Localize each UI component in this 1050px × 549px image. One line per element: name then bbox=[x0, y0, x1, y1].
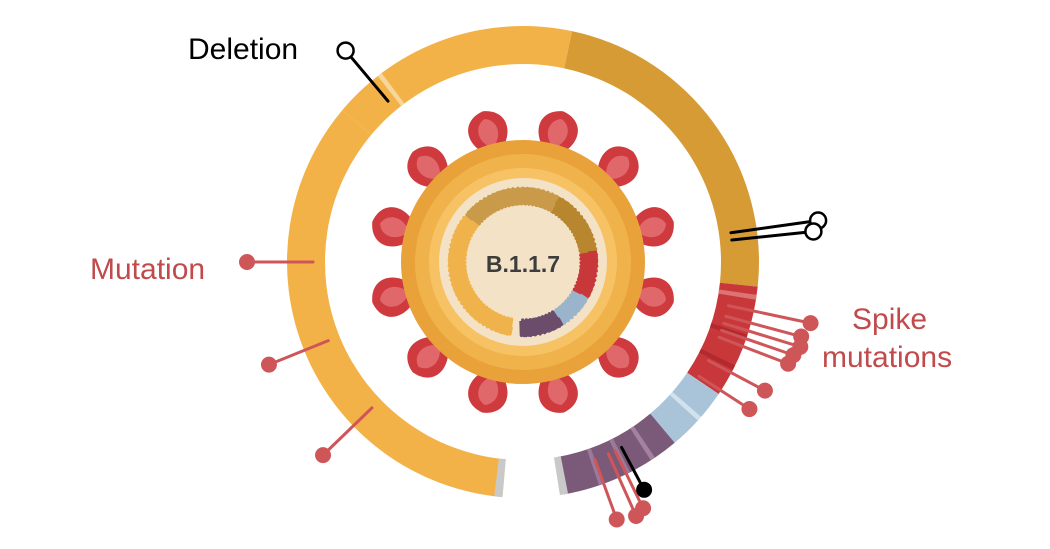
spike-mutation-marker bbox=[706, 359, 773, 399]
genome-stripe bbox=[699, 348, 736, 370]
deletion-marker bbox=[620, 445, 653, 498]
genome-stripe bbox=[630, 426, 655, 461]
genome-segment-left bbox=[286, 110, 506, 498]
genome-end-cap-left bbox=[494, 458, 506, 498]
genome-stripe bbox=[718, 289, 757, 300]
genome-segment-right bbox=[719, 262, 759, 287]
rna-strand bbox=[447, 186, 599, 338]
rna-segment-brown bbox=[551, 197, 598, 255]
mutation-label: Mutation bbox=[90, 253, 205, 286]
spike-mutation-marker bbox=[726, 304, 819, 332]
deletion-marker bbox=[730, 222, 823, 242]
genome-stripe bbox=[669, 391, 702, 421]
mutation-marker bbox=[260, 339, 330, 373]
rna-segment-red bbox=[572, 250, 599, 300]
spike-mutation-marker bbox=[717, 335, 797, 372]
rna-segment-tan bbox=[465, 186, 560, 226]
deletion-label: Deletion bbox=[188, 33, 298, 66]
genome-stripe bbox=[377, 73, 405, 106]
genome-end-cap-right bbox=[553, 456, 569, 496]
deletion-marker bbox=[336, 41, 390, 103]
mutation-marker bbox=[315, 406, 374, 464]
deletion-marker bbox=[729, 211, 828, 235]
mutation-markers bbox=[239, 41, 828, 528]
spike-mutation-marker bbox=[697, 374, 758, 418]
mutation-marker bbox=[239, 254, 315, 270]
virus-particle: B.1.1.7 bbox=[372, 111, 674, 413]
mutation-marker bbox=[593, 457, 625, 528]
genome-stripe bbox=[609, 438, 631, 475]
spike-mutations-label-line2: mutations bbox=[822, 341, 952, 374]
variant-label: B.1.1.7 bbox=[486, 251, 560, 277]
genome-segment-top-left bbox=[342, 25, 573, 135]
rna-segment-orange bbox=[447, 214, 514, 336]
rna-segment-purple bbox=[519, 310, 564, 338]
mutation-marker bbox=[613, 449, 652, 517]
spike-mutations-label-line1: Spike bbox=[852, 303, 927, 336]
rna-segment-blue bbox=[553, 290, 588, 326]
